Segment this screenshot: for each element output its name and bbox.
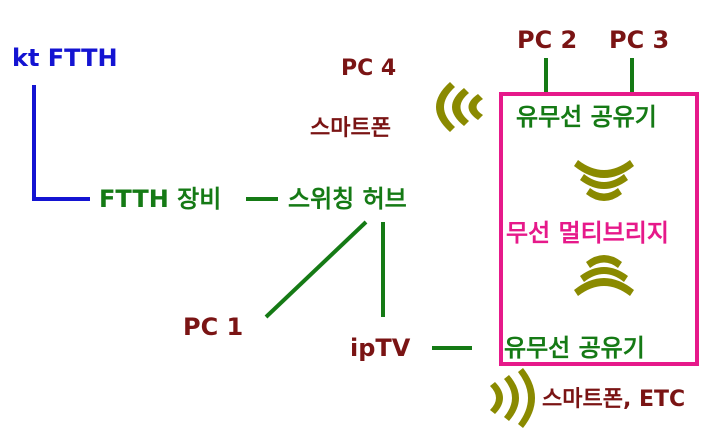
wireless-bridge-label: 무선 멀티브리지: [506, 219, 669, 247]
smartphone-etc-label: 스마트폰, ETC: [542, 387, 685, 412]
line-hub-to-pc1: [264, 220, 368, 319]
router-top-label: 유무선 공유기: [516, 103, 657, 131]
wifi-wave-bridge-bottom-icon: [574, 255, 634, 296]
pc1-label: PC 1: [183, 313, 243, 341]
router-bridge-enclosure: [499, 92, 699, 366]
pc4-label: PC 4: [341, 56, 396, 81]
smartphone-label: 스마트폰: [310, 116, 391, 141]
switching-hub-label: 스위칭 허브: [288, 185, 407, 213]
iptv-label: ipTV: [350, 334, 411, 362]
line-kt-to-ftth-device: [32, 85, 90, 201]
router-bottom-label: 유무선 공유기: [504, 334, 645, 362]
ftth-device-label: FTTH 장비: [99, 185, 221, 213]
wifi-wave-bridge-top-icon: [574, 160, 634, 201]
kt-ftth-label: kt FTTH: [12, 44, 118, 72]
pc2-label: PC 2: [517, 26, 577, 54]
wifi-wave-smartphone-icon: [436, 82, 483, 132]
wifi-wave-smartphone-etc-icon: [490, 368, 535, 428]
pc3-label: PC 3: [609, 26, 669, 54]
